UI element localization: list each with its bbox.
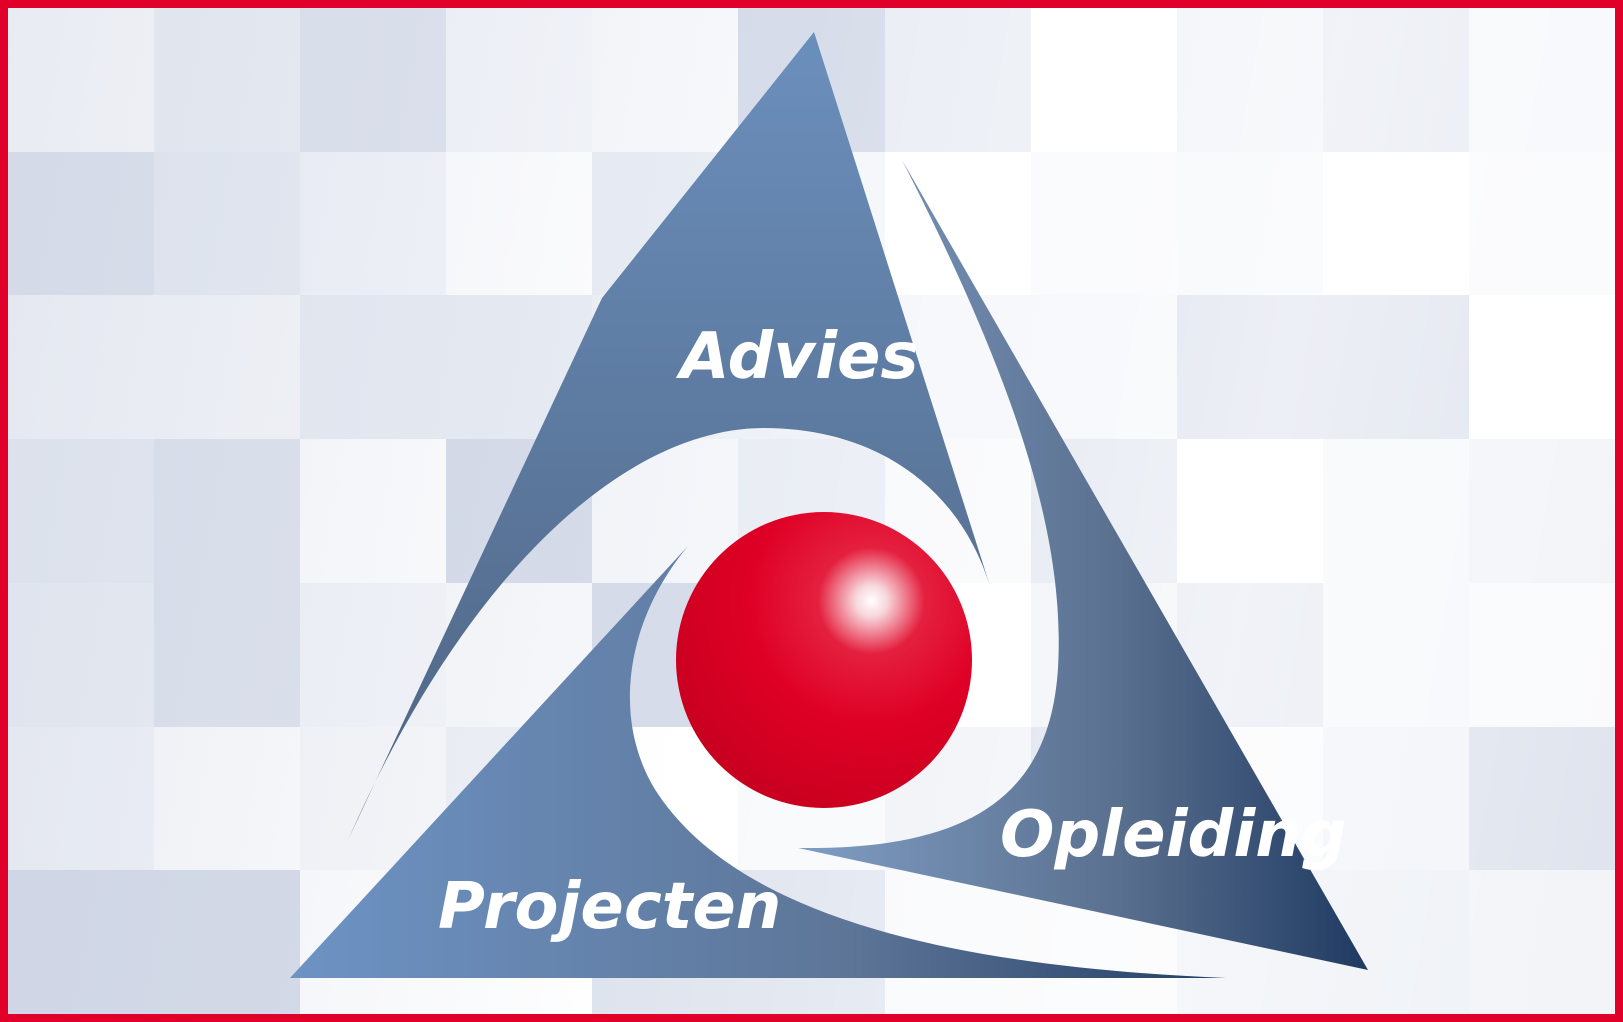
red-sphere xyxy=(676,512,972,808)
label-opleiding: Opleiding xyxy=(1000,798,1347,872)
segment-opleiding xyxy=(798,160,1368,970)
label-projecten: Projecten xyxy=(438,870,781,944)
segment-projecten xyxy=(290,546,1226,978)
segment-advies xyxy=(348,32,990,840)
label-advies: Advies xyxy=(675,320,919,394)
triangle-diagram: Advies Opleiding Projecten xyxy=(290,32,1368,978)
